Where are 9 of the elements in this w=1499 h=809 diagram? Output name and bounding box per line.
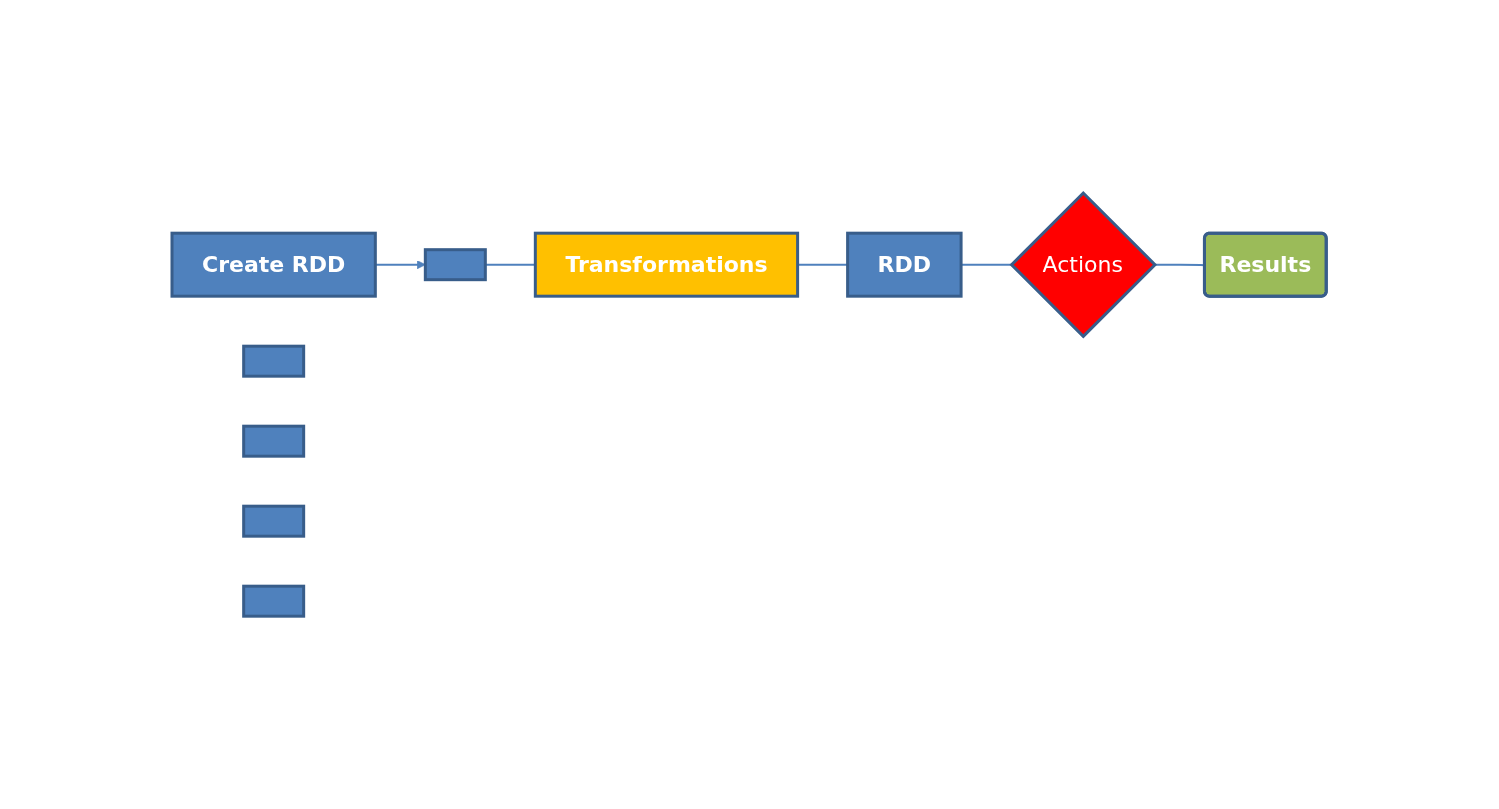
node-box: Create RDD (170, 231, 378, 298)
node-diamond: Actions (1009, 190, 1158, 339)
node-box (424, 248, 488, 282)
node-box: Transformations (534, 231, 800, 298)
node-box (242, 504, 306, 538)
node-box (242, 584, 306, 618)
node-box (242, 344, 306, 378)
node-box: RDD (846, 231, 963, 298)
node-box (242, 424, 306, 458)
